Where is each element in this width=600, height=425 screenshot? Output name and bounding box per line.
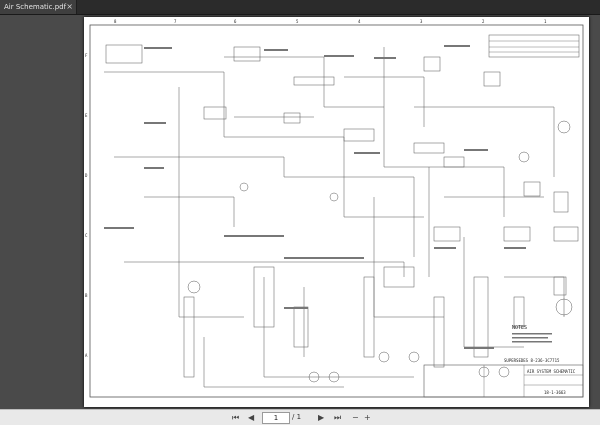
row-label: A xyxy=(85,353,88,358)
row-label: B xyxy=(85,293,88,298)
prev-page-icon[interactable]: ◀ xyxy=(248,413,255,422)
row-label: F xyxy=(85,53,88,58)
col-label: 8 xyxy=(114,19,117,24)
tab-air-schematic[interactable]: Air Schematic.pdf × xyxy=(0,0,77,14)
close-icon[interactable]: × xyxy=(66,2,73,11)
schematic-drawing: 8 7 6 5 4 3 2 1 F E D C B A xyxy=(85,19,584,398)
col-label: 6 xyxy=(234,19,237,24)
tab-bar: Air Schematic.pdf × xyxy=(0,0,600,15)
title-block-name: AIR SYSTEM SCHEMATIC xyxy=(527,369,576,374)
col-label: 4 xyxy=(358,19,361,24)
row-label: E xyxy=(85,113,88,118)
supersedes-note: SUPERSEDES 8-236-3C7715 xyxy=(504,358,560,363)
row-label: D xyxy=(85,173,88,178)
zoom-out-icon[interactable]: − xyxy=(352,413,359,422)
pdf-toolbar: ⏮ ◀ 1 / 1 ▶ ⏭ − + xyxy=(0,409,600,425)
page-number-input[interactable]: 1 xyxy=(262,412,290,424)
drawing-number: 18-1-3663 xyxy=(544,390,566,395)
last-page-icon[interactable]: ⏭ xyxy=(334,413,342,422)
col-label: 7 xyxy=(174,19,177,24)
tab-title: Air Schematic.pdf xyxy=(4,3,67,11)
row-label: C xyxy=(85,233,88,238)
next-page-icon[interactable]: ▶ xyxy=(318,413,325,422)
zoom-in-icon[interactable]: + xyxy=(364,413,371,422)
col-label: 5 xyxy=(296,19,299,24)
first-page-icon[interactable]: ⏮ xyxy=(232,413,240,422)
notes-title: NOTES xyxy=(512,325,527,331)
pdf-page: 8 7 6 5 4 3 2 1 F E D C B A xyxy=(84,17,589,407)
col-label: 1 xyxy=(544,19,547,24)
document-viewer[interactable]: 8 7 6 5 4 3 2 1 F E D C B A xyxy=(0,15,600,409)
col-label: 3 xyxy=(420,19,423,24)
page-count: / 1 xyxy=(292,413,302,421)
col-label: 2 xyxy=(482,19,485,24)
